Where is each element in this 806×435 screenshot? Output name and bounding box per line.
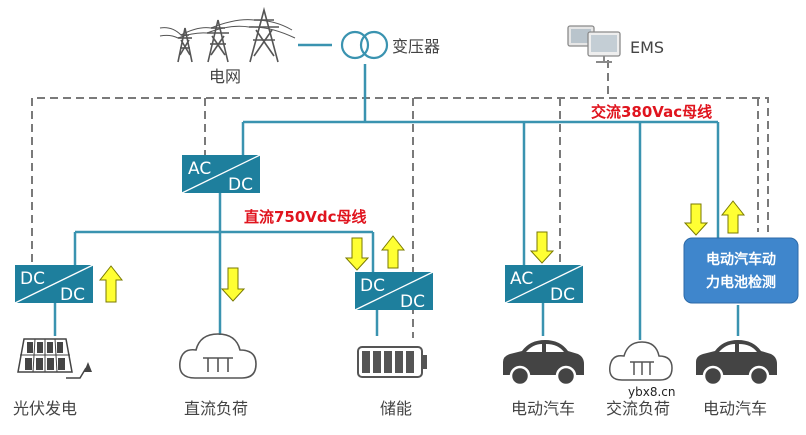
- ac-load-icon: [609, 341, 673, 381]
- ev-converter-bottom: DC: [550, 285, 575, 305]
- test-box-line2: 力电池检测: [706, 274, 776, 291]
- solar-panel-icon: [17, 338, 92, 379]
- flow-arrows: [98, 200, 746, 303]
- test-box-line1: 电动汽车动: [706, 251, 776, 268]
- arrow-down-icon: [344, 237, 370, 271]
- transformer-label: 变压器: [392, 37, 440, 56]
- ev-test-label: 电动汽车: [703, 399, 767, 418]
- transformer-icon: [340, 30, 389, 60]
- pv-converter-bottom: DC: [60, 285, 85, 305]
- dc-bus-label: 直流750Vdc母线: [244, 208, 367, 226]
- control-line-main: [31, 97, 769, 262]
- main-converter-top: AC: [188, 159, 211, 179]
- electric-car-icon: [696, 340, 777, 387]
- watermark-text: ybx8.cn: [628, 385, 675, 399]
- battery-test-box: 电动汽车动 力电池检测: [683, 237, 799, 304]
- storage-label: 储能: [380, 399, 412, 418]
- control-lines: [31, 60, 769, 338]
- storage-converter-top: DC: [360, 276, 385, 296]
- pv-label: 光伏发电: [13, 399, 77, 418]
- electric-car-icon: [503, 340, 584, 387]
- arrow-down-icon: [529, 231, 555, 264]
- arrow-up-icon: [720, 200, 746, 234]
- arrow-down-icon: [683, 203, 709, 236]
- dc-load-label: 直流负荷: [184, 399, 248, 418]
- arrow-up-icon: [98, 265, 124, 303]
- arrow-down-icon: [220, 267, 246, 302]
- arrow-up-icon: [380, 235, 406, 269]
- transmission-tower-icon: [159, 6, 296, 63]
- ems-computer-icon: [567, 25, 621, 63]
- grid-label: 电网: [209, 67, 241, 86]
- storage-converter-bottom: DC: [400, 292, 425, 312]
- ac-load-label: 交流负荷: [606, 399, 670, 418]
- tower-small-icon: [177, 27, 193, 63]
- pv-dc-dc-converter: DC DC: [14, 264, 94, 305]
- battery-icon: [357, 346, 427, 378]
- main-converter-bottom: DC: [228, 175, 253, 195]
- dc-load-icon: [178, 333, 257, 379]
- power-lines: [53, 43, 740, 340]
- tower-large-icon: [249, 6, 279, 63]
- ev-charging-label: 电动汽车: [511, 399, 575, 418]
- main-ac-dc-converter: AC DC: [181, 154, 261, 195]
- tower-medium-icon: [207, 19, 229, 63]
- pv-converter-top: DC: [20, 269, 45, 289]
- ev-converter-top: AC: [510, 269, 533, 289]
- ems-label: EMS: [630, 38, 664, 57]
- ev-ac-dc-converter: AC DC: [504, 264, 584, 305]
- ac-bus-label: 交流380Vac母线: [591, 103, 712, 121]
- storage-dc-dc-converter: DC DC: [354, 271, 434, 312]
